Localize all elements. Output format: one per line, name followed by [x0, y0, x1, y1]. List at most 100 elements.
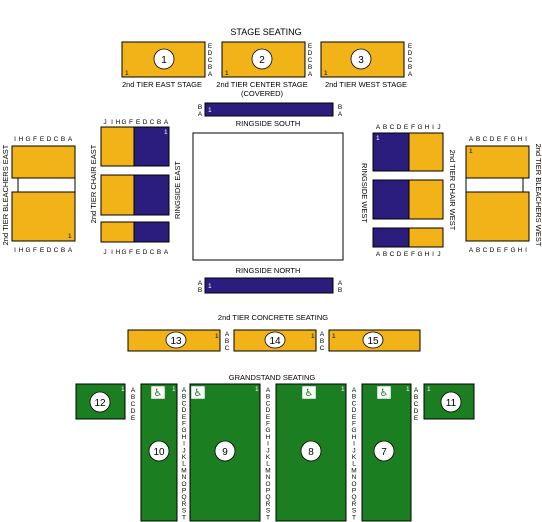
svg-text:H: H — [19, 136, 24, 143]
svg-text:H: H — [116, 249, 121, 256]
section-10-seat-one: 1 — [172, 386, 176, 393]
chair-west-block-2[interactable] — [372, 179, 444, 220]
svg-text:B: B — [320, 338, 324, 345]
chair-west-block-1[interactable]: 1 — [372, 132, 444, 172]
section-15[interactable]: 15 1 — [328, 329, 421, 352]
svg-text:B: B — [208, 64, 212, 71]
bleachers-west[interactable]: 1 — [465, 145, 530, 242]
svg-text:E: E — [408, 43, 413, 50]
bleachers-east-label: 2nd TIER BLEACHERS EAST — [1, 144, 10, 245]
svg-text:A: A — [208, 71, 213, 78]
chair-east-block-2[interactable] — [100, 174, 170, 216]
svg-text:♿: ♿ — [380, 388, 389, 399]
ring-floor — [192, 132, 344, 261]
row-letter: L — [352, 461, 356, 468]
section-10[interactable]: ♿ 10 1 — [140, 383, 178, 522]
ringside-north-rows: AB AB — [198, 280, 343, 294]
row-letter: J — [352, 447, 355, 454]
row-letter: K — [266, 454, 271, 461]
chair-east-seat-one: 1 — [164, 129, 168, 136]
row-letter: D — [352, 407, 357, 414]
section-12[interactable]: 12 1 — [75, 383, 126, 420]
svg-text:C: C — [131, 401, 136, 408]
row-letter: A — [266, 387, 271, 394]
row-letter: D — [182, 407, 187, 414]
stage-seating-header: STAGE SEATING — [230, 27, 301, 37]
row-letter: S — [182, 508, 187, 515]
row-letter: J — [182, 447, 185, 454]
section-11-number: 11 — [446, 398, 457, 409]
grandstand-seating-header: GRANDSTAND SEATING — [229, 373, 316, 382]
svg-text:♿: ♿ — [154, 388, 163, 399]
row-letter: M — [181, 467, 186, 474]
section-12-seat-one: 1 — [121, 386, 125, 393]
row-letter: A — [352, 387, 357, 394]
svg-text:B: B — [198, 287, 202, 294]
svg-text:B: B — [383, 124, 387, 131]
chair-west-label: 2nd TIER CHAIR WEST — [448, 150, 457, 231]
svg-text:A: A — [469, 136, 474, 143]
bleachers-east-seat-one: 1 — [68, 233, 72, 240]
row-letter: K — [352, 454, 357, 461]
svg-text:I: I — [14, 136, 16, 143]
svg-text:F: F — [129, 119, 133, 126]
svg-text:A: A — [408, 71, 413, 78]
svg-text:B: B — [225, 338, 229, 345]
svg-text:B: B — [408, 64, 412, 71]
row-letter: P — [352, 488, 356, 495]
svg-text:E: E — [404, 124, 409, 131]
row-letter: F — [182, 421, 186, 428]
svg-text:C: C — [54, 136, 59, 143]
section-1[interactable]: 1 1 — [121, 41, 206, 78]
ringside-south[interactable]: 1 — [204, 102, 334, 117]
svg-text:I: I — [525, 247, 527, 254]
bleachers-east[interactable]: 1 — [11, 145, 76, 242]
section-9[interactable]: ♿ 9 1 — [189, 383, 261, 522]
section-3[interactable]: 3 1 — [320, 41, 405, 78]
row-letter: M — [265, 467, 270, 474]
svg-text:D: D — [308, 50, 313, 57]
section-14-number: 14 — [269, 336, 281, 347]
row-letter: T — [182, 514, 186, 521]
svg-text:D: D — [47, 247, 52, 254]
section-11[interactable]: 11 1 — [423, 383, 475, 420]
section-1-seat-one: 1 — [125, 70, 129, 77]
svg-text:I: I — [111, 249, 113, 256]
svg-text:F: F — [129, 249, 133, 256]
wheelchair-icon — [150, 385, 166, 400]
section-14[interactable]: 14 1 — [233, 329, 317, 352]
svg-text:B: B — [61, 136, 65, 143]
ringside-south-rows: BA BA — [198, 104, 343, 118]
svg-text:C: C — [390, 124, 395, 131]
row-letter: Q — [265, 494, 270, 501]
svg-text:E: E — [497, 247, 502, 254]
ringside-north[interactable]: 1 — [204, 277, 334, 294]
section-2[interactable]: 2 1 — [221, 41, 306, 78]
svg-text:I: I — [432, 251, 434, 258]
chair-east-block-3[interactable] — [100, 221, 170, 243]
svg-text:C: C — [483, 136, 488, 143]
svg-text:F: F — [33, 247, 37, 254]
row-letter: I — [183, 441, 185, 448]
svg-text:C: C — [390, 251, 395, 258]
svg-text:G: G — [417, 124, 422, 131]
chair-west-block-3[interactable] — [372, 227, 444, 248]
section-13[interactable]: 13 1 — [127, 329, 221, 352]
row-letter: P — [182, 488, 186, 495]
row-letter: K — [182, 454, 187, 461]
chair-east-block-1[interactable]: 1 — [100, 126, 170, 167]
row-letter: R — [266, 501, 271, 508]
section-8-seat-one: 1 — [341, 386, 345, 393]
concrete-rows-right: ABC — [320, 331, 325, 352]
svg-text:A: A — [68, 136, 73, 143]
svg-text:D: D — [490, 247, 495, 254]
svg-text:I: I — [525, 136, 527, 143]
section-7[interactable]: ♿ 7 1 — [361, 383, 412, 522]
svg-text:C: C — [150, 119, 155, 126]
section-8[interactable]: ♿ 8 1 — [275, 383, 347, 522]
